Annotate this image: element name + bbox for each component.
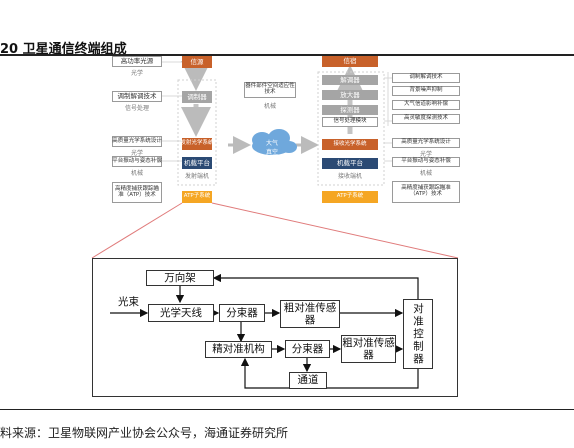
rx-box-high-sensitivity: 高灵敏度探测技术 bbox=[392, 114, 460, 124]
rx-box-atp-tech: 高精度捕获跟踪瞄准（ATP）技术 bbox=[392, 181, 460, 203]
tx-box-atp-tech: 高精度捕获跟踪瞄准（ATP）技术 bbox=[112, 182, 162, 203]
rx-chain-demodulator: 解调器 bbox=[322, 75, 378, 85]
tx-chain-modulator: 调制器 bbox=[182, 91, 212, 103]
figure-source: 料来源：卫星物联网产业协会公众号，海通证券研究所 bbox=[0, 426, 289, 440]
optical-antenna-box: 光学天线 bbox=[148, 304, 214, 322]
tx-chain-tx-optics: 发射光学系统 bbox=[181, 138, 214, 150]
splitter-2-box: 分束器 bbox=[285, 340, 330, 358]
channel-box-label: 机械 bbox=[263, 103, 276, 110]
control-box: 对准控制器 bbox=[403, 299, 433, 369]
source-rule bbox=[0, 409, 574, 410]
fine-sensor-box: 粗对准传感器 bbox=[341, 335, 396, 363]
zoom-line-right bbox=[211, 202, 459, 259]
tx-chain-atp: ATP子系统 bbox=[182, 191, 212, 203]
channel-cloud-label: 大气 真空 bbox=[265, 140, 278, 156]
figure-title: 20 卫星通信终端组成 bbox=[0, 42, 127, 57]
zoom-line-left bbox=[91, 202, 183, 259]
rx-box-noise-suppression: 背景噪声抑制 bbox=[392, 86, 460, 96]
rx-box-platform-vibration: 平台振动与姿态补偿 bbox=[392, 157, 460, 167]
rx-chain-sink: 信宿 bbox=[322, 56, 378, 67]
fine-mechanism-box: 精对准机构 bbox=[205, 341, 272, 358]
input-beam-label: 光束 bbox=[118, 296, 139, 308]
rx-chain-amplifier: 放大器 bbox=[322, 90, 378, 100]
tx-box-high-power-source: 高功率光源 bbox=[112, 56, 162, 67]
splitter-1-box: 分束器 bbox=[219, 304, 265, 322]
rx-chain-detector: 探测器 bbox=[322, 105, 378, 115]
tx-chain-label: 发射端机 bbox=[184, 173, 209, 180]
tx-box-platform-vibration: 平台振动与姿态补偿 bbox=[112, 156, 162, 167]
gimbal-box: 万向架 bbox=[146, 270, 214, 286]
rx-label-optics: 光学 bbox=[419, 151, 432, 158]
rx-chain-signal-module: 信号处理模块 bbox=[322, 117, 378, 127]
tx-box-modem-tech: 调制解调技术 bbox=[112, 91, 162, 102]
rx-chain-platform: 机载平台 bbox=[322, 158, 378, 169]
channel-cloud bbox=[252, 129, 297, 155]
tx-label-optics-2: 光学 bbox=[130, 150, 143, 157]
tx-label-optics-1: 光学 bbox=[130, 70, 143, 77]
rx-box-modem-tech: 调制解调技术 bbox=[392, 73, 460, 83]
rx-chain-rx-optics: 接收光学系统 bbox=[322, 139, 378, 150]
title-rule bbox=[0, 54, 574, 56]
tx-label-signal-processing: 信号处理 bbox=[124, 105, 149, 112]
tx-chain-platform: 机载平台 bbox=[182, 157, 212, 169]
rx-box-atmospheric-compensation: 大气信道影响补偿 bbox=[392, 100, 460, 110]
coarse-sensor-box: 粗对准传感器 bbox=[280, 300, 340, 328]
tx-label-mechanical: 机械 bbox=[130, 170, 143, 177]
tx-box-optical-design: 高质量光学系统设计 bbox=[112, 136, 162, 147]
rx-chain-label: 接收端机 bbox=[337, 173, 362, 180]
channel-box-space-adaptability: 器件部件空间适应性技术 bbox=[244, 82, 296, 98]
rx-box-optical-design: 高质量光学系统设计 bbox=[392, 138, 460, 148]
rx-chain-atp: ATP子系统 bbox=[322, 191, 378, 203]
rx-label-mechanical: 机械 bbox=[419, 170, 432, 177]
channel-box: 通道 bbox=[289, 372, 327, 389]
tx-chain-source: 信源 bbox=[182, 56, 212, 68]
